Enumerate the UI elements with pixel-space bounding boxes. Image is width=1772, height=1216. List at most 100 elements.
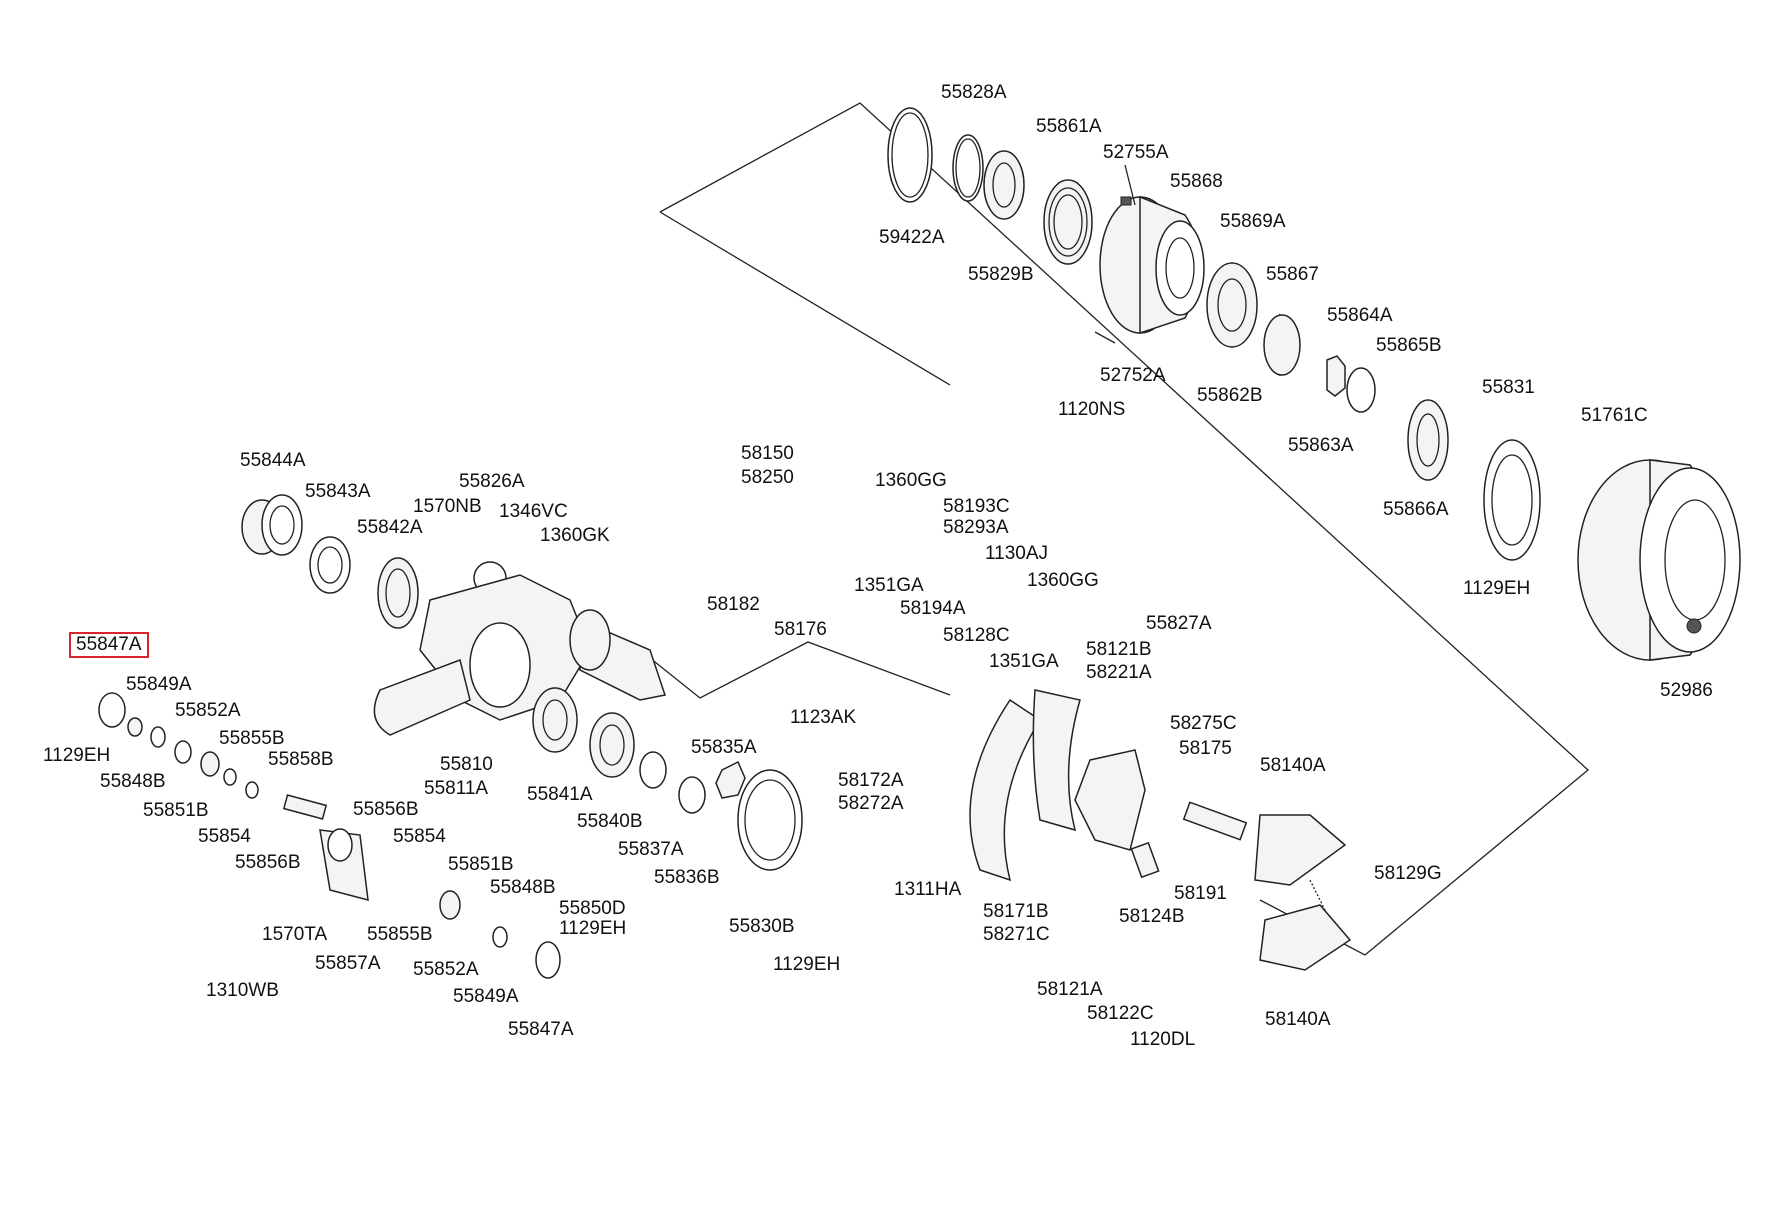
ring-55854	[223, 768, 237, 786]
part-label-1120NS: 1120NS	[1058, 399, 1126, 420]
part-label-55855B-a: 55855B	[219, 728, 285, 749]
bearing-55841A	[532, 687, 578, 753]
ring-55855B	[245, 781, 259, 799]
part-label-55827A: 55827A	[1146, 613, 1212, 634]
bearing-55842A	[377, 557, 419, 629]
cap-55830B	[737, 769, 803, 871]
part-label-55831: 55831	[1482, 377, 1535, 398]
part-label-1130AJ: 1130AJ	[985, 543, 1049, 564]
part-label-55851B-a: 55851B	[143, 800, 209, 821]
part-label-55844A: 55844A	[240, 450, 306, 471]
part-label-55842A: 55842A	[357, 517, 423, 538]
part-label-58193C: 58193C	[943, 496, 1010, 517]
knuckle-55810	[373, 574, 666, 736]
bearing-55861A	[1043, 179, 1093, 265]
assembly-frame-lower	[639, 641, 951, 699]
bolt-52755A	[1120, 164, 1136, 206]
part-label-1360GK: 1360GK	[540, 525, 610, 546]
bearing-55852A	[200, 751, 220, 777]
hub-52752A	[1099, 195, 1205, 335]
part-label-55841A: 55841A	[527, 784, 593, 805]
plate-58172A	[969, 698, 1042, 882]
part-label-55826A: 55826A	[459, 471, 525, 492]
part-label-58171B: 58171B	[983, 901, 1049, 922]
part-label-55840B: 55840B	[577, 811, 643, 832]
washer-55836B	[678, 776, 706, 814]
part-label-58140A-b: 58140A	[1265, 1009, 1331, 1030]
part-label-59422A: 59422A	[879, 227, 945, 248]
part-label-58182: 58182	[707, 594, 760, 615]
part-label-58128C: 58128C	[943, 625, 1010, 646]
part-label-55835A: 55835A	[691, 737, 757, 758]
part-label-55866A: 55866A	[1383, 499, 1449, 520]
spider-58121B	[1074, 749, 1146, 851]
bearing-55862B	[1206, 262, 1258, 348]
part-label-1310WB: 1310WB	[206, 980, 279, 1001]
part-label-55847A-highlighted[interactable]: 55847A	[69, 632, 149, 658]
seal-55829B	[983, 150, 1025, 220]
part-label-58172A: 58172A	[838, 770, 904, 791]
ring-55849A-b	[492, 926, 508, 948]
seal-55866A	[1407, 399, 1449, 481]
part-label-55865B: 55865B	[1376, 335, 1442, 356]
part-label-55869A: 55869A	[1220, 211, 1286, 232]
seal-55843A	[309, 536, 351, 594]
part-label-55867: 55867	[1266, 264, 1319, 285]
part-label-55849A-a: 55849A	[126, 674, 192, 695]
part-label-55830B: 55830B	[729, 916, 795, 937]
part-label-55828A: 55828A	[941, 82, 1007, 103]
part-label-1129EH-b: 1129EH	[43, 745, 111, 766]
part-label-55852A-a: 55852A	[175, 700, 241, 721]
part-label-1120DL: 1120DL	[1130, 1029, 1196, 1050]
part-label-58293A: 58293A	[943, 517, 1009, 538]
part-label-58271C: 58271C	[983, 924, 1050, 945]
part-label-55843A: 55843A	[305, 481, 371, 502]
nut-55835A	[715, 760, 746, 799]
drum-51761C	[1577, 459, 1741, 661]
nut-55848B	[127, 717, 143, 737]
cover-55831	[1483, 439, 1541, 561]
part-label-55829B: 55829B	[968, 264, 1034, 285]
part-label-55856B-a: 55856B	[235, 852, 301, 873]
part-label-58150: 58150	[741, 443, 794, 464]
part-label-55858B: 55858B	[268, 749, 334, 770]
washer-55837A	[639, 751, 667, 789]
seal-59422A	[887, 107, 933, 203]
part-label-55854-a: 55854	[198, 826, 251, 847]
cap-55847A	[98, 692, 126, 728]
ring-55852A-b	[439, 890, 461, 920]
bushing-55844A	[241, 494, 303, 556]
part-label-55850D: 55850D	[559, 898, 626, 919]
sleeve-55867	[1263, 313, 1301, 377]
part-label-58140A-a: 58140A	[1260, 755, 1326, 776]
assembly-frame-left	[659, 211, 951, 386]
part-label-58129G: 58129G	[1374, 863, 1442, 884]
part-label-58176: 58176	[774, 619, 827, 640]
part-label-58121B: 58121B	[1086, 639, 1152, 660]
part-label-1346VC: 1346VC	[499, 501, 568, 522]
part-label-1129EH-d: 1129EH	[773, 954, 841, 975]
ring-55851B	[174, 740, 192, 764]
part-label-55848B-b: 55848B	[490, 877, 556, 898]
part-label-55849A-b: 55849A	[453, 986, 519, 1007]
part-label-1570TA: 1570TA	[262, 924, 328, 945]
part-label-58275C: 58275C	[1170, 713, 1237, 734]
part-label-52986: 52986	[1660, 680, 1713, 701]
part-label-55856B-b: 55856B	[353, 799, 419, 820]
part-label-1129EH-c: 1129EH	[559, 918, 627, 939]
part-label-1360GG-b: 1360GG	[1027, 570, 1099, 591]
part-label-52752A: 52752A	[1100, 365, 1166, 386]
part-label-55836B: 55836B	[654, 867, 720, 888]
part-label-55855B-b: 55855B	[367, 924, 433, 945]
bearing-55840B	[589, 712, 635, 778]
part-label-1129EH-a: 1129EH	[1463, 578, 1531, 599]
pin-55858B	[282, 794, 328, 820]
bracket-55857A	[319, 828, 369, 902]
cap-55847A-b	[535, 941, 561, 979]
part-label-1351GA-b: 1351GA	[989, 651, 1059, 672]
shoe-58140A-a	[1254, 814, 1347, 886]
washer-55864A	[1346, 367, 1376, 413]
part-label-58194A: 58194A	[900, 598, 966, 619]
